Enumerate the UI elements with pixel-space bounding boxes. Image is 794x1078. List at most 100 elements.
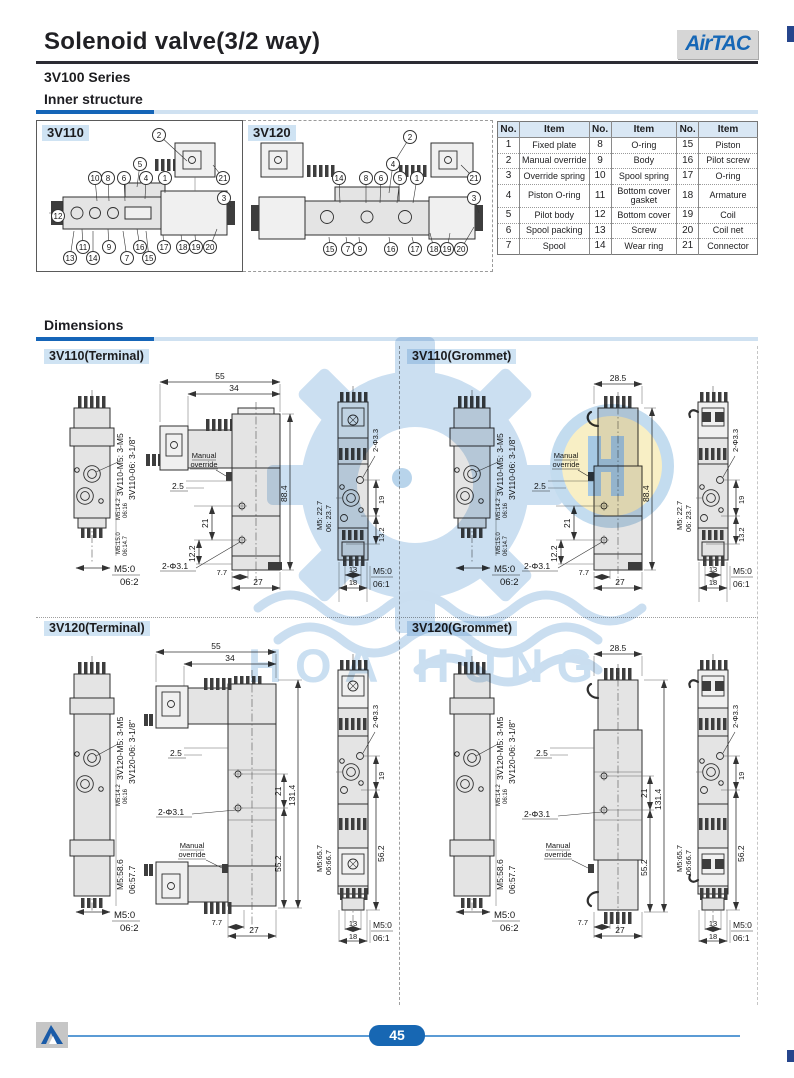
drawing-v120-grommet: 3V120-M5: 3-M5 3V120-06: 3-1/8" M5:14.2 … bbox=[449, 643, 753, 944]
dim-lower-m5: M5:58.6 bbox=[495, 859, 505, 890]
svg-text:9: 9 bbox=[358, 245, 363, 254]
callout-20: 20 bbox=[454, 226, 475, 256]
dim-width-a: 13 bbox=[709, 565, 717, 574]
dim-span-a: 19 bbox=[737, 772, 746, 780]
manual-override-line1: Manual bbox=[554, 451, 579, 460]
dim-hole-bottom: 12.2 bbox=[549, 545, 559, 562]
dim-upper-m5: M5:14.2 bbox=[496, 784, 502, 806]
number-cell: 17 bbox=[676, 168, 699, 184]
dim-upper-m5: M5:14.2 bbox=[496, 498, 502, 520]
dim-upper-m5: M5:14.2 bbox=[116, 498, 122, 520]
dim-span-a: 19 bbox=[377, 772, 386, 780]
item-cell: Bottom cover gasket bbox=[610, 183, 677, 208]
svg-text:20: 20 bbox=[457, 245, 466, 254]
end-port-06: 06:1 bbox=[733, 933, 750, 943]
callout-19: 19 bbox=[440, 232, 454, 256]
callout-21: 21 bbox=[460, 164, 481, 185]
side-view: 3V120-M5: 3-M5 3V120-06: 3-1/8" M5:14.2 … bbox=[69, 656, 140, 934]
svg-text:8: 8 bbox=[106, 174, 111, 183]
dim-width-a: 13 bbox=[709, 919, 717, 928]
item-cell: O-ring bbox=[698, 168, 758, 184]
number-cell: 14 bbox=[588, 238, 612, 255]
callout-3: 3 bbox=[467, 191, 481, 214]
dim-span-b: 13.2 bbox=[377, 527, 386, 542]
svg-text:3: 3 bbox=[472, 194, 477, 203]
item-cell: Spool packing bbox=[518, 222, 590, 239]
port-label-06: 06:2 bbox=[120, 577, 139, 588]
dim-holes: 2-Φ3.1 bbox=[162, 561, 188, 571]
manual-override-line2: override bbox=[178, 850, 205, 859]
drawing-v110-terminal: 3V110-M5: 3-M5 3V110-06: 3-1/8" M5:14.2 … bbox=[69, 371, 393, 602]
end-port-06: 06:1 bbox=[373, 933, 390, 943]
dim-lower-06: 06:57.7 bbox=[507, 865, 517, 894]
dim-lower-span: 55.2 bbox=[273, 855, 283, 872]
callout-16: 16 bbox=[384, 236, 398, 256]
number-cell: 18 bbox=[676, 183, 699, 208]
number-cell: 9 bbox=[588, 152, 612, 169]
page-number-badge: 45 bbox=[369, 1025, 425, 1046]
dim-width-b: 18 bbox=[709, 932, 717, 941]
dim-hole-bottom: 12.2 bbox=[187, 545, 197, 562]
print-mark-bottom bbox=[787, 1050, 794, 1062]
item-cell: Override spring bbox=[518, 168, 590, 184]
footer-brand-mark bbox=[36, 1022, 68, 1048]
end-view: 2-Φ3.3 19 13.2 M5: 22.7 06: 23.7 13 18 M… bbox=[315, 386, 393, 602]
dim-end-holes: 2-Φ3.3 bbox=[371, 705, 380, 728]
model-label-m5: 3V110-M5: 3-M5 bbox=[495, 433, 505, 496]
manual-override-line2: override bbox=[544, 850, 571, 859]
svg-text:7: 7 bbox=[125, 254, 130, 263]
svg-text:16: 16 bbox=[387, 245, 396, 254]
svg-text:19: 19 bbox=[443, 245, 452, 254]
dim-len-m5: M5: 22.7 bbox=[315, 501, 324, 530]
dim-width-a: 13 bbox=[349, 565, 357, 574]
number-cell: 20 bbox=[676, 222, 699, 239]
dim-len-06: 06:66.7 bbox=[324, 850, 333, 875]
3v110-valve-body bbox=[49, 142, 235, 236]
section-inner-structure: Inner structure bbox=[44, 91, 143, 107]
model-label-m5: 3V120-M5: 3-M5 bbox=[495, 716, 505, 780]
svg-text:15: 15 bbox=[326, 245, 335, 254]
dim-width-coil: 34 bbox=[225, 653, 235, 663]
svg-text:15: 15 bbox=[145, 254, 154, 263]
diagram-label-3v120: 3V120 bbox=[248, 125, 296, 141]
dim-body-width: 27 bbox=[253, 577, 263, 587]
column-header: Item bbox=[518, 121, 590, 138]
manual-override-line1: Manual bbox=[546, 841, 571, 850]
number-cell: 11 bbox=[588, 183, 612, 208]
port-label-06: 06:2 bbox=[120, 923, 139, 934]
callout-11: 11 bbox=[76, 228, 90, 254]
dim-span-a: 19 bbox=[737, 496, 746, 504]
callout-13: 13 bbox=[63, 230, 77, 265]
end-port-m5: M5:0 bbox=[733, 566, 752, 576]
model-label-06: 3V110-06: 3-1/8" bbox=[507, 437, 517, 500]
series-title: 3V100 Series bbox=[44, 69, 131, 85]
dim-holes: 2-Φ3.1 bbox=[524, 809, 550, 819]
dim-span-b: 56.2 bbox=[376, 845, 386, 862]
dim-width-total: 28.5 bbox=[610, 373, 627, 383]
callout-15: 15 bbox=[323, 236, 337, 256]
dim-upper-06: 06:16 bbox=[123, 502, 129, 518]
model-label-06: 3V110-06: 3-1/8" bbox=[127, 437, 137, 500]
number-cell: 8 bbox=[588, 137, 612, 153]
dim-offset-top: 2.5 bbox=[172, 481, 184, 491]
dim-span-b: 13.2 bbox=[737, 527, 746, 542]
callout-1: 1 bbox=[158, 171, 172, 193]
manual-override-line2: override bbox=[190, 460, 217, 469]
dim-foot-offset: 7.7 bbox=[578, 918, 588, 927]
dim-offset-top: 2.5 bbox=[534, 481, 546, 491]
svg-text:17: 17 bbox=[160, 243, 169, 252]
dim-height: 131.4 bbox=[653, 788, 663, 810]
callout-6: 6 bbox=[374, 171, 388, 204]
port-label-m5: M5:0 bbox=[494, 564, 515, 575]
svg-text:4: 4 bbox=[144, 174, 149, 183]
item-cell: Bottom cover bbox=[610, 207, 677, 224]
item-cell: Piston bbox=[698, 137, 758, 153]
svg-text:6: 6 bbox=[379, 174, 384, 183]
callout-9: 9 bbox=[353, 236, 367, 256]
